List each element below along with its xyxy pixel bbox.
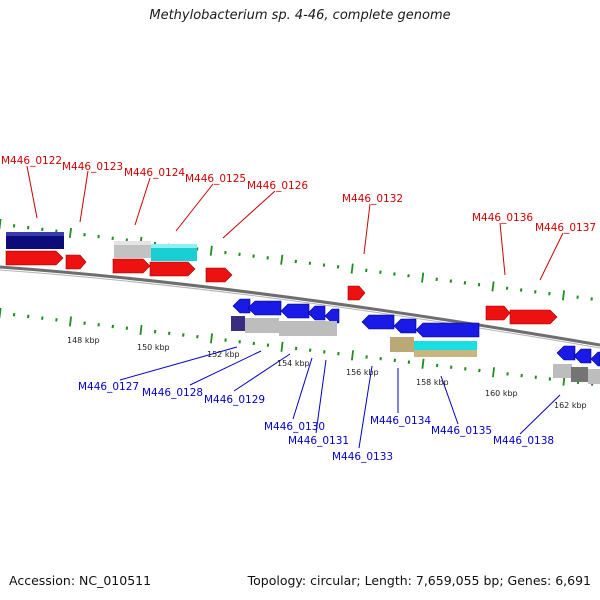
kbp-label: 150 kbp [137,343,170,352]
major-tick [421,272,425,283]
label-leader-line [539,232,564,281]
feature-bar-highlight [6,232,64,236]
gene-label-reverse[interactable]: M446_0131 [288,435,349,447]
label-leader-line [440,375,459,425]
major-tick [0,307,2,319]
gene-arrow-reverse[interactable] [573,348,592,364]
gene-arrow-reverse[interactable] [415,322,480,338]
major-tick [0,218,2,230]
gene-label-forward[interactable]: M446_0137 [535,222,596,234]
major-tick [210,333,213,344]
accession-text: Accession: NC_010511 [9,573,152,588]
label-leader-line [233,353,291,392]
label-leader-line [292,357,313,420]
kbp-label: 148 kbp [67,336,100,345]
gene-arrow-forward[interactable] [112,258,151,274]
gene-arrow-reverse[interactable] [247,300,282,316]
kbp-label: 156 kbp [346,368,379,377]
gene-label-forward[interactable]: M446_0132 [342,193,403,205]
gene-label-forward[interactable]: M446_0123 [62,161,123,173]
major-tick [350,263,354,274]
label-leader-line [134,177,151,226]
gene-arrow-reverse[interactable] [556,345,576,361]
feature-bar [390,337,414,352]
major-tick [351,350,354,361]
gene-arrow-forward[interactable] [5,250,64,266]
major-tick [491,281,495,292]
feature-bar [571,367,588,382]
label-leader-line [519,394,561,435]
label-leader-line [315,359,327,434]
gene-arrow-reverse[interactable] [324,308,340,324]
genome-summary-text: Topology: circular; Length: 7,659,055 bp… [247,573,591,588]
major-tick [492,367,495,378]
label-leader-line [222,190,276,239]
feature-bar [414,350,477,357]
label-leader-line [189,350,262,386]
label-leader-line [119,346,238,381]
gene-arrow-reverse[interactable] [280,303,310,319]
gene-arrow-reverse[interactable] [393,318,417,334]
feature-bar-highlight [151,244,197,248]
label-leader-line [175,183,214,232]
feature-bar [6,232,64,249]
major-tick [421,358,425,369]
feature-bar [553,364,572,378]
gene-arrow-forward[interactable] [205,267,233,283]
gene-label-forward[interactable]: M446_0136 [472,212,533,224]
gene-label-reverse[interactable]: M446_0134 [370,415,431,427]
major-tick [69,316,72,327]
genome-backbone-shadow [0,269,600,349]
gene-label-forward[interactable]: M446_0125 [185,173,246,185]
gene-label-reverse[interactable]: M446_0133 [332,451,393,463]
map-title: Methylobacterium sp. 4-46, complete geno… [149,8,451,23]
gene-label-reverse[interactable]: M446_0138 [493,435,554,447]
gene-arrow-forward[interactable] [485,305,511,321]
feature-bar [114,241,151,258]
gene-arrow-reverse[interactable] [232,298,251,314]
major-tick [139,324,143,336]
feature-bar [245,318,279,333]
major-tick [68,227,72,239]
major-tick [280,254,284,265]
kbp-label: 162 kbp [554,401,587,410]
kbp-label: 152 kbp [207,350,240,359]
gene-arrow-forward[interactable] [65,254,87,270]
gene-label-reverse[interactable]: M446_0135 [431,425,492,437]
gene-label-forward[interactable]: M446_0126 [247,180,308,192]
gene-arrow-reverse[interactable] [590,351,600,367]
gene-arrow-forward[interactable] [149,261,196,277]
major-tick [209,245,213,256]
gene-label-forward[interactable]: M446_0122 [1,155,62,167]
label-leader-line [363,203,371,255]
major-tick [562,290,565,301]
feature-bar [414,341,477,350]
major-tick [280,341,284,352]
label-leader-line [26,165,38,219]
gene-label-reverse[interactable]: M446_0129 [204,394,265,406]
genome-backbone [0,265,600,347]
feature-bar [151,244,197,261]
gene-label-reverse[interactable]: M446_0130 [264,421,325,433]
feature-bar [231,316,245,331]
kbp-label: 154 kbp [277,359,310,368]
gene-label-forward[interactable]: M446_0124 [124,167,185,179]
kbp-label: 158 kbp [416,378,449,387]
gene-label-reverse[interactable]: M446_0127 [78,381,139,393]
feature-bar [279,321,337,336]
gene-arrow-forward[interactable] [347,285,366,301]
kbp-label: 160 kbp [485,389,518,398]
feature-bar [588,369,600,384]
gene-arrow-reverse[interactable] [307,305,326,321]
gene-arrow-reverse[interactable] [361,314,395,330]
feature-bar-highlight [114,241,151,245]
gene-arrow-forward[interactable] [509,309,558,325]
gene-label-reverse[interactable]: M446_0128 [142,387,203,399]
label-leader-line [358,365,373,449]
label-leader-line [499,222,506,276]
label-leader-line [79,170,89,223]
